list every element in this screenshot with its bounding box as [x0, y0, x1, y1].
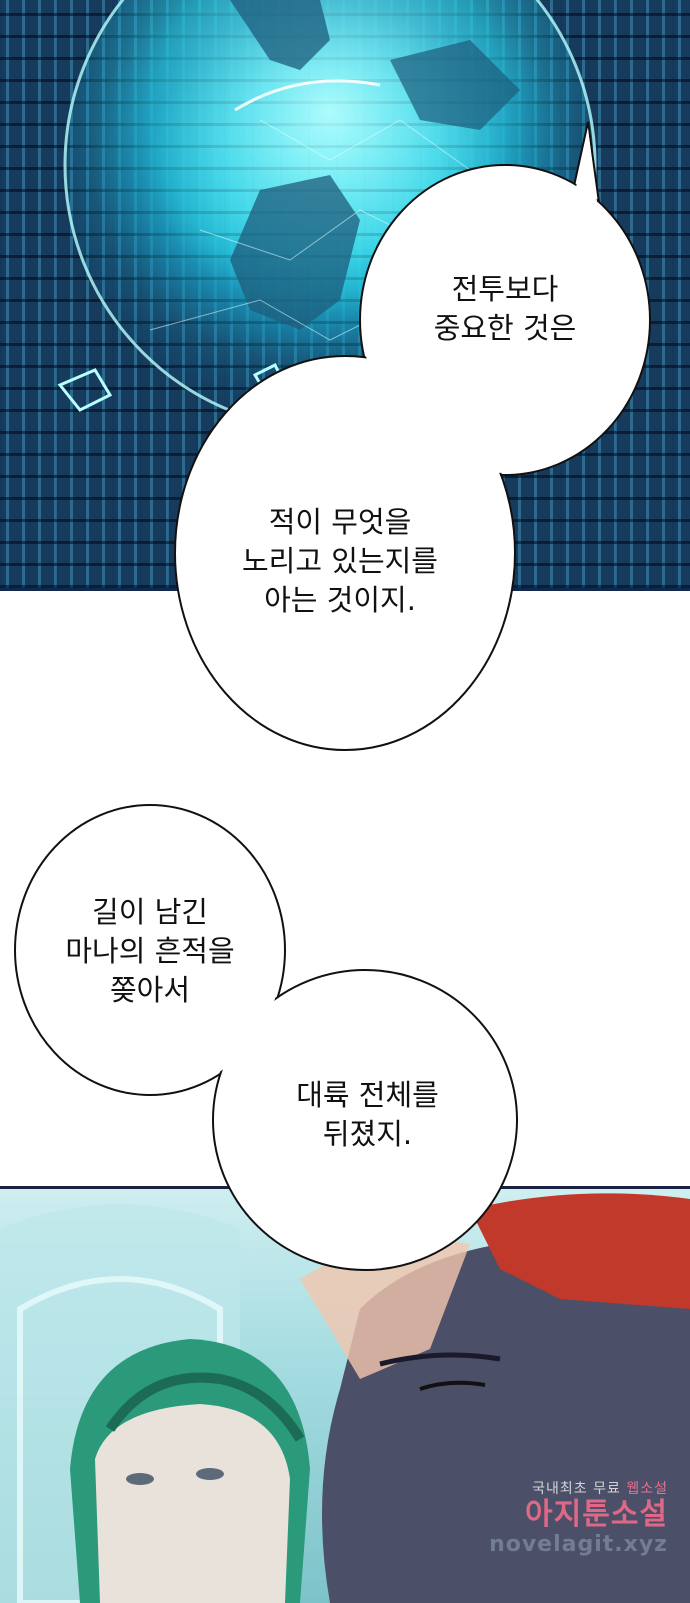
- bubble-1-text: 전투보다 중요한 것은: [405, 270, 605, 348]
- landmass-1: [230, 0, 330, 70]
- bubble-4-line-2: 뒤졌지.: [322, 1117, 413, 1151]
- bubble-2-line-2: 노리고 있는지를: [242, 544, 438, 578]
- watermark-tagline-b: 웹소설: [626, 1481, 668, 1497]
- glow-node-1: [57, 368, 113, 412]
- left-character-eye-2: [196, 1468, 224, 1480]
- bubble-3-line-3: 쫒아서: [109, 973, 191, 1007]
- left-character-bangs: [105, 1372, 305, 1442]
- bubble-2-line-3: 아는 것이지.: [264, 583, 416, 617]
- left-character-face: [95, 1404, 290, 1603]
- globe-highlight: [234, 79, 381, 112]
- watermark-tagline: 국내최초 무료 웹소설: [468, 1478, 668, 1498]
- characters-illustration: [0, 1193, 690, 1603]
- right-man-eye: [419, 1380, 486, 1391]
- watermark-brand: 아지툰소설: [525, 1497, 668, 1532]
- bubble-3-line-2: 마나의 흔적을: [65, 934, 235, 968]
- right-man-eyebrow: [379, 1352, 501, 1367]
- bubble-2-line-1: 적이 무엇을: [268, 505, 412, 539]
- landmass-3: [390, 40, 520, 130]
- window-arch: [17, 1276, 223, 1603]
- right-man-hair-light: [300, 1240, 470, 1379]
- site-watermark: 국내최초 무료 웹소설 아지툰소설 novelagit.xyz: [468, 1478, 668, 1557]
- watermark-tagline-a: 국내최초 무료: [532, 1481, 627, 1497]
- bubble-4-text: 대륙 전체를 뒤졌지.: [255, 1076, 480, 1154]
- panel-characters: [0, 1186, 690, 1603]
- bubble-1-line-2: 중요한 것은: [433, 311, 577, 345]
- bubble-4-line-1: 대륙 전체를: [296, 1078, 439, 1112]
- watermark-url: novelagit.xyz: [489, 1532, 668, 1557]
- landmass-2: [230, 175, 360, 330]
- bubble-3-line-1: 길이 남긴: [92, 895, 208, 929]
- bubble-2-text: 적이 무엇을 노리고 있는지를 아는 것이지.: [195, 503, 485, 620]
- left-character-eye-1: [126, 1473, 154, 1485]
- right-man-hair-red: [470, 1193, 690, 1309]
- bubble-1-line-1: 전투보다: [451, 272, 559, 306]
- bubble-3-text: 길이 남긴 마나의 흔적을 쫒아서: [30, 893, 270, 1010]
